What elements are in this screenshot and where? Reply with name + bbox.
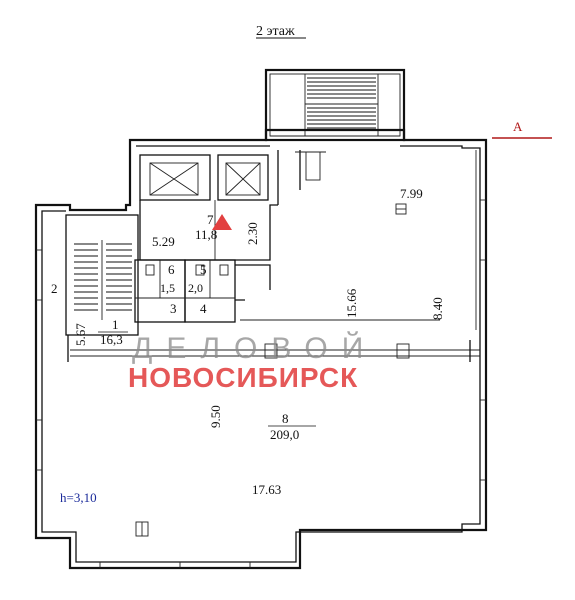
dim-2-30: 2.30 (245, 222, 260, 245)
stair-tower (264, 68, 406, 142)
dim-15-66: 15.66 (344, 288, 359, 318)
watermark-line2: НОВОСИБИРСК (128, 362, 358, 393)
room-7-number: 7 (207, 212, 214, 227)
room-5-number: 5 (200, 262, 207, 277)
outer-walls (34, 128, 488, 570)
room-8-number: 8 (282, 411, 289, 426)
room-8-area: 209,0 (270, 427, 299, 442)
dim-17-63: 17.63 (252, 482, 281, 497)
elevator-shafts (139, 154, 269, 201)
room-5-area: 2,0 (188, 281, 203, 295)
plan-title: 2 этаж (256, 24, 295, 39)
room-2-number: 2 (51, 281, 58, 296)
room-6-area: 1,5 (160, 281, 175, 295)
room-3-number: 3 (170, 301, 177, 316)
room-1-area: 16,3 (100, 332, 123, 347)
interior-partitions (67, 150, 480, 362)
room-7-area: 11,8 (195, 227, 217, 242)
room-4-number: 4 (200, 301, 207, 316)
north-marker-icon (212, 214, 232, 230)
room-6-number: 6 (168, 262, 175, 277)
dim-8-40: 8.40 (430, 297, 445, 320)
dim-5-67: 5.67 (73, 323, 88, 346)
dim-7-99: 7.99 (400, 186, 423, 201)
core-rooms (134, 150, 326, 323)
dim-5-29: 5.29 (152, 234, 175, 249)
dim-9-50: 9.50 (208, 405, 223, 428)
ceiling-height-note: h=3,10 (60, 490, 97, 505)
watermark-line1: ДЕЛОВОЙ (132, 331, 377, 365)
columns (135, 203, 410, 537)
room-1-number: 1 (112, 317, 119, 332)
left-stair (65, 214, 139, 336)
axis-label: А (513, 119, 523, 134)
